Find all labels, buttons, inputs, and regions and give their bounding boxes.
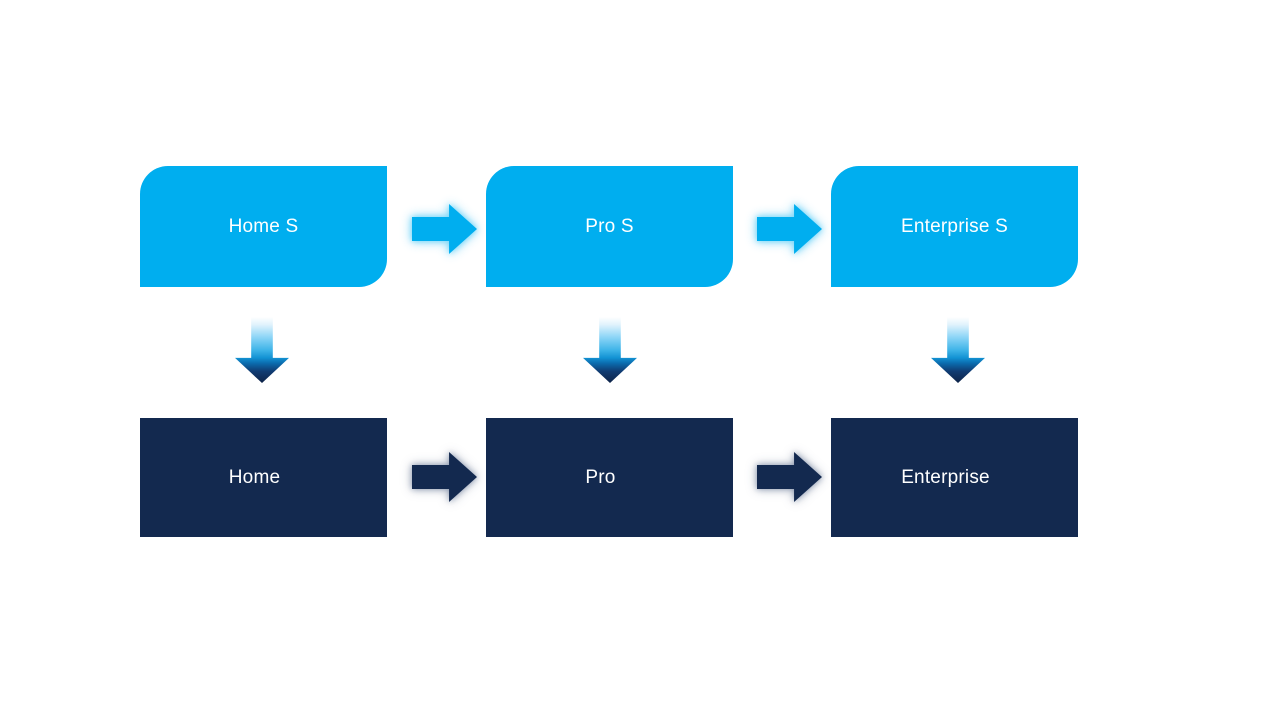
arrow-right-dark-2: [757, 452, 822, 502]
node-home-label: Home: [228, 466, 281, 488]
arrow-down-icon: [931, 317, 985, 383]
node-pro-label: Pro: [585, 466, 616, 488]
node-home-s[interactable]: Home S: [140, 166, 387, 287]
node-pro-s-label: Pro S: [585, 215, 634, 237]
node-pro[interactable]: Pro: [486, 418, 733, 537]
node-enterprise[interactable]: Enterprise: [831, 418, 1078, 537]
arrow-right-icon: [757, 204, 822, 254]
arrow-right-icon: [757, 452, 822, 502]
arrow-down-icon: [583, 317, 637, 383]
arrow-right-light-1: [412, 204, 477, 254]
arrow-right-dark-1: [412, 452, 477, 502]
node-enterprise-s-label: Enterprise S: [901, 215, 1008, 237]
node-enterprise-s[interactable]: Enterprise S: [831, 166, 1078, 287]
node-enterprise-label: Enterprise: [901, 466, 990, 488]
arrow-right-icon: [412, 452, 477, 502]
arrow-right-icon: [412, 204, 477, 254]
node-pro-s[interactable]: Pro S: [486, 166, 733, 287]
node-home-s-label: Home S: [228, 215, 299, 237]
arrow-down-icon: [235, 317, 289, 383]
arrow-right-light-2: [757, 204, 822, 254]
node-home[interactable]: Home: [140, 418, 387, 537]
